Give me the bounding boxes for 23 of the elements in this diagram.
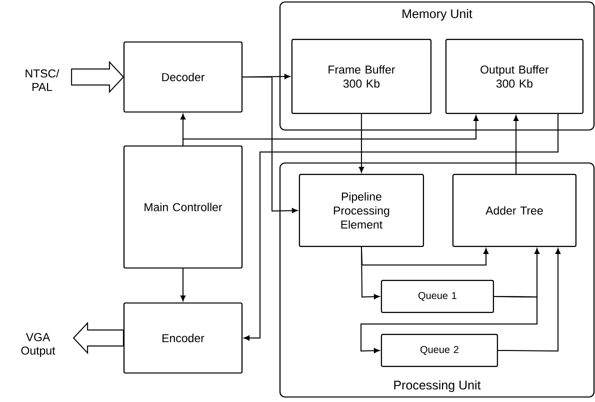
arrow [180,268,186,302]
input-label: NTSC/ PAL [26,69,60,91]
arrow [498,248,561,352]
block-box: Frame Buffer 300 Kb [291,38,432,114]
arrow [360,246,489,266]
arrow [360,296,538,354]
arrow [242,76,298,214]
block-box: Decoder [123,41,243,113]
input-label: VGA Output [21,333,56,357]
block-box: Encoder [123,302,243,374]
block-box: Main Controller [123,145,243,269]
arrow [244,114,558,341]
arrow [182,115,479,146]
block-box: Pipeline Processing Element [298,174,424,247]
queue-box: Queue 1 [380,280,494,313]
block-arrow [71,60,124,94]
queue-box: Queue 2 [380,334,498,367]
block-arrow [72,322,124,354]
arrow [358,114,364,173]
block-box: Adder Tree [452,174,576,247]
arrow [360,246,380,300]
block-box: Output Buffer 300 Kb [445,38,584,114]
arrow [513,115,519,174]
